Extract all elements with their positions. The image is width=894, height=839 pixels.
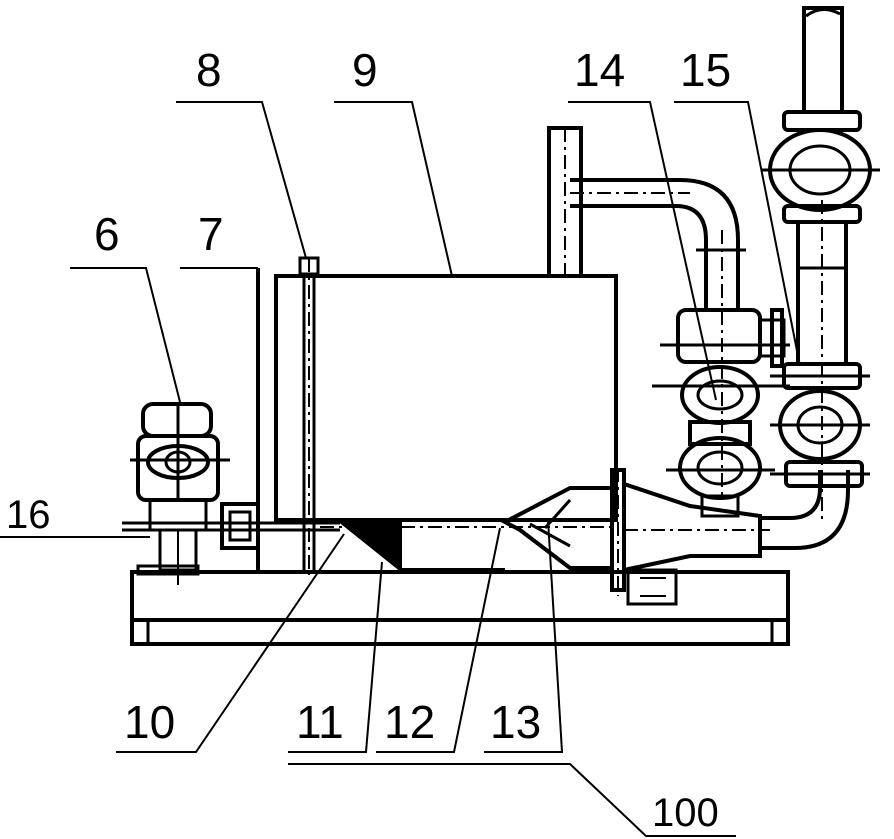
label-7: 7	[198, 208, 224, 260]
label-11: 11	[296, 696, 344, 748]
vent-pipe	[547, 126, 583, 278]
label-10: 10	[124, 696, 175, 748]
vertical-rod	[298, 256, 320, 575]
discharge-riser	[760, 6, 880, 550]
label-15: 15	[680, 44, 731, 96]
coupling	[122, 268, 340, 572]
motor	[130, 402, 230, 585]
label-14: 14	[574, 44, 625, 96]
label-13: 13	[490, 696, 541, 748]
label-12: 12	[384, 696, 435, 748]
callout-labels: 6 7 8 9 14 15 16 10 11 12 13 100	[6, 44, 731, 835]
label-100: 100	[652, 791, 719, 835]
label-9: 9	[352, 44, 378, 96]
leader-lines	[0, 101, 801, 837]
label-16: 16	[6, 493, 51, 537]
label-6: 6	[94, 208, 120, 260]
label-8: 8	[196, 44, 222, 96]
tank	[274, 274, 618, 522]
nozzle-diffuser	[500, 468, 770, 606]
impeller-cone	[320, 518, 610, 573]
base-frame	[130, 564, 790, 646]
valve-group	[652, 308, 790, 518]
outlet-pipe	[570, 178, 746, 500]
